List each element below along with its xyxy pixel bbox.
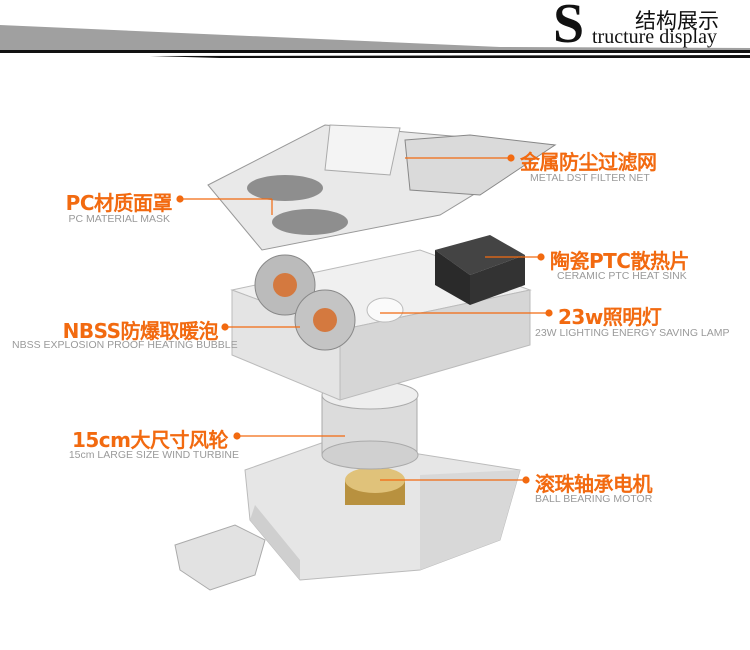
base-housing: [244, 439, 521, 581]
header-rule-thin: [150, 55, 750, 58]
bulb-sublabel: NBSS EXPLOSION PROOF HEATING BUBBLE: [12, 339, 238, 351]
wind-turbine: [321, 380, 419, 470]
mounting-bracket: [174, 524, 266, 591]
fan-label: 15cm大尺寸风轮: [71, 428, 229, 452]
header-band: [0, 25, 750, 50]
filter-sublabel: METAL DST FILTER NET: [530, 172, 650, 184]
motor-label: 滚珠轴承电机: [535, 472, 653, 496]
leader-lines: [176, 154, 553, 484]
mask-sublabel: PC MATERIAL MASK: [68, 213, 170, 225]
fan-sublabel: 15cm LARGE SIZE WIND TURBINE: [68, 449, 239, 461]
lamp-label: 23w照明灯: [558, 305, 662, 329]
ptc-label: 陶瓷PTC散热片: [550, 249, 689, 273]
mask-label: PC材质面罩: [65, 191, 173, 215]
header-initial: S: [553, 0, 585, 55]
ptc-sublabel: CERAMIC PTC HEAT SINK: [557, 270, 687, 282]
filter-label: 金属防尘过滤网: [520, 150, 657, 174]
ptc-heat-sink: [435, 235, 525, 305]
header-title-cn: 结构展示: [635, 9, 719, 33]
bulb-label: NBSS防爆取暖泡: [62, 319, 219, 343]
filter-net: [324, 124, 557, 196]
header-title-en: tructure display: [592, 26, 717, 48]
lamp-sublabel: 23W LIGHTING ENERGY SAVING LAMP: [535, 327, 730, 339]
motor: [345, 467, 405, 505]
lighting-lamp: [366, 297, 404, 323]
motor-sublabel: BALL BEARING MOTOR: [535, 493, 653, 505]
heating-bulbs: [254, 254, 356, 351]
header-rule: [0, 50, 750, 53]
